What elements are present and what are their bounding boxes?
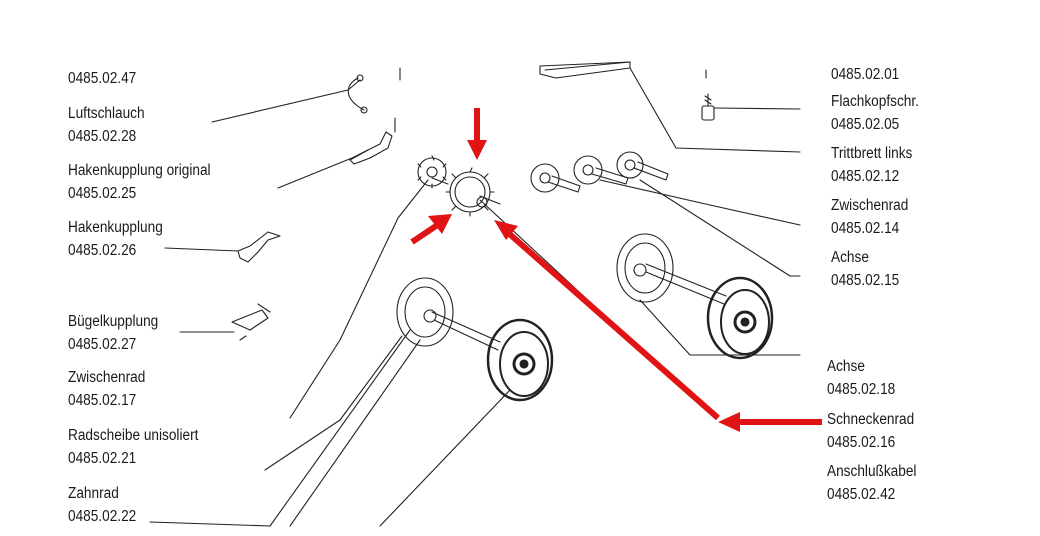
part-name: Zwischenrad bbox=[68, 369, 146, 386]
step-board-part bbox=[539, 61, 631, 79]
label-left-5: Zwischenrad 0485.02.17 bbox=[68, 366, 145, 412]
label-right-0: 0485.02.01 bbox=[831, 40, 899, 86]
part-name: Anschlußkabel bbox=[827, 463, 917, 480]
part-name bbox=[68, 44, 136, 67]
part-name: Trittbrett links bbox=[831, 145, 913, 162]
label-right-6: Schneckenrad 0485.02.16 bbox=[827, 408, 914, 454]
label-left-0: 0485.02.47 bbox=[68, 44, 136, 90]
label-right-2: Trittbrett links 0485.02.12 bbox=[831, 142, 912, 188]
part-number: 0485.02.15 bbox=[831, 272, 900, 289]
air-hose-end bbox=[356, 74, 364, 82]
part-number: 0485.02.25 bbox=[68, 185, 137, 202]
part-number: 0485.02.26 bbox=[68, 242, 137, 259]
hook-coupling-original-part bbox=[349, 131, 393, 165]
part-number: 0485.02.16 bbox=[827, 434, 896, 451]
part-name: Radscheibe unisoliert bbox=[68, 427, 199, 444]
leader-line-flachkopfschraube bbox=[713, 107, 801, 110]
label-right-7: Anschlußkabel 0485.02.42 bbox=[827, 460, 916, 506]
label-left-7: Zahnrad 0485.02.22 bbox=[68, 482, 136, 528]
part-name: Schneckenrad bbox=[827, 411, 915, 428]
part-number: 0485.02.14 bbox=[831, 220, 900, 237]
bow-coupling-part bbox=[231, 309, 269, 331]
intermediate-gear-right-2 bbox=[573, 155, 629, 185]
part-number: 0485.02.01 bbox=[831, 66, 900, 83]
leader-line-achse-18 bbox=[639, 299, 801, 356]
leader-line-top-right bbox=[544, 61, 631, 71]
leader-line-zwischenrad-right bbox=[599, 179, 801, 226]
label-left-1: Luftschlauch 0485.02.28 bbox=[68, 102, 145, 148]
part-name: Achse bbox=[827, 358, 865, 375]
leader-line-achse-15 bbox=[639, 179, 801, 277]
leader-line-hakenkupplung-original bbox=[277, 149, 369, 189]
leader-line-radscheibe bbox=[264, 335, 403, 471]
part-name: Zahnrad bbox=[68, 485, 119, 502]
label-right-4: Achse 0485.02.15 bbox=[831, 246, 899, 292]
label-left-2: Hakenkupplung original 0485.02.25 bbox=[68, 159, 211, 205]
highlight-arrow-long bbox=[503, 227, 720, 421]
part-name: Hakenkupplung bbox=[68, 219, 163, 236]
leader-line-zwischenrad-left bbox=[289, 179, 429, 419]
part-number: 0485.02.27 bbox=[68, 336, 137, 353]
axle-upper-right bbox=[616, 233, 774, 360]
air-hose-part bbox=[347, 77, 365, 111]
label-right-3: Zwischenrad 0485.02.14 bbox=[831, 194, 908, 240]
part-number: 0485.02.42 bbox=[827, 486, 896, 503]
hook-coupling-part bbox=[237, 231, 281, 263]
part-number: 0485.02.21 bbox=[68, 450, 137, 467]
leader-line-zahnrad bbox=[149, 329, 411, 527]
air-hose-end bbox=[360, 106, 368, 114]
part-number: 0485.02.05 bbox=[831, 116, 900, 133]
leader-line-extra-2 bbox=[379, 389, 511, 527]
part-number: 0485.02.47 bbox=[68, 70, 137, 87]
leader-line-hakenkupplung bbox=[164, 247, 239, 252]
leader-line-extra-1 bbox=[289, 339, 421, 527]
part-number: 0485.02.12 bbox=[831, 168, 900, 185]
intermediate-gear-right-3 bbox=[616, 151, 669, 181]
flat-head-screw-part bbox=[701, 105, 715, 121]
part-number: 0485.02.17 bbox=[68, 392, 137, 409]
part-name bbox=[831, 40, 899, 63]
label-left-6: Radscheibe unisoliert 0485.02.21 bbox=[68, 424, 198, 470]
intermediate-gear-right-1 bbox=[530, 163, 581, 193]
part-name: Zwischenrad bbox=[831, 197, 909, 214]
leader-line-trittbrett bbox=[629, 67, 801, 153]
part-number: 0485.02.18 bbox=[827, 381, 896, 398]
part-name: Achse bbox=[831, 249, 869, 266]
part-number: 0485.02.22 bbox=[68, 508, 137, 525]
label-left-3: Hakenkupplung 0485.02.26 bbox=[68, 216, 163, 262]
highlight-arrow-diagonal bbox=[410, 223, 438, 245]
highlight-arrow-long-head bbox=[494, 220, 518, 240]
part-name: Flachkopfschr. bbox=[831, 93, 919, 110]
label-left-4: Bügelkupplung 0485.02.27 bbox=[68, 310, 158, 356]
part-number: 0485.02.28 bbox=[68, 128, 137, 145]
highlight-arrow-diagonal-head bbox=[428, 214, 452, 234]
intermediate-gear-left bbox=[417, 155, 449, 189]
part-name: Bügelkupplung bbox=[68, 313, 159, 330]
axle-lower-left bbox=[396, 277, 554, 402]
leader-line-luftschlauch bbox=[211, 79, 361, 123]
label-right-1: Flachkopfschr. 0485.02.05 bbox=[831, 90, 919, 136]
highlight-arrow-down-head bbox=[467, 140, 487, 160]
part-name: Hakenkupplung original bbox=[68, 162, 211, 179]
label-right-5: Achse 0485.02.18 bbox=[827, 355, 895, 401]
part-name: Luftschlauch bbox=[68, 105, 145, 122]
highlight-arrow-horizontal-head bbox=[718, 412, 740, 432]
worm-gear-part bbox=[445, 167, 501, 217]
